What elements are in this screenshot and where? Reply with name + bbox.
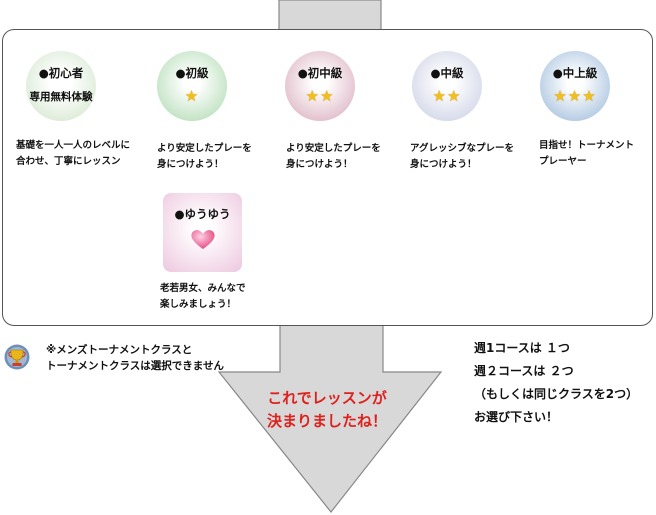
badge-yuyu[interactable]: ●ゆうゆう xyxy=(163,193,242,272)
level-description: アグレッシブなプレーを 身につけよう！ xyxy=(410,143,515,170)
heart-icon xyxy=(190,230,215,249)
star-icon: ★★★ xyxy=(553,87,597,105)
arrow-head xyxy=(217,321,443,513)
level-description: 目指せ！トーナメント プレーヤー xyxy=(539,140,635,167)
weekly-line-4: お選び下さい！ xyxy=(474,410,559,424)
star-icon: ★★ xyxy=(305,87,335,105)
level-description: より安定したプレーを 身につけよう！ xyxy=(157,143,252,170)
badge-title: ●ゆうゆう xyxy=(174,207,231,221)
badge-upper-intermediate[interactable]: ●中上級 ★★★ xyxy=(540,51,610,121)
badge-elementary[interactable]: ●初級 ★ xyxy=(157,51,227,121)
badge-title: ●中上級 xyxy=(552,66,598,80)
weekly-instructions: 週1コースは １つ 週２コースは ２つ （もしくは同じクラスを2つ） お選び下さ… xyxy=(474,337,638,429)
weekly-line-1: 週1コースは １つ xyxy=(474,341,570,355)
weekly-line-2: 週２コースは ２つ xyxy=(474,364,574,378)
badge-subtitle: 専用無料体験 xyxy=(29,91,93,103)
level-description: より安定したプレーを 身につけよう！ xyxy=(286,143,381,170)
arrow-message-line-1: これでレッスンが xyxy=(267,389,387,407)
star-icon: ★ xyxy=(184,87,200,105)
arrow-message: これでレッスンが 決まりましたね！ xyxy=(252,387,402,433)
arrow-message-line-2: 決まりましたね！ xyxy=(266,412,387,430)
badge-title: ●初心者 xyxy=(38,66,84,80)
level-description: 基礎を一人一人のレベルに 合わせ、丁寧にレッスン xyxy=(16,140,131,167)
badge-title: ●初中級 xyxy=(297,66,343,80)
badge-beginner[interactable]: ●初心者 専用無料体験 xyxy=(26,51,96,121)
badge-title: ●初級 xyxy=(175,66,209,80)
badge-title: ●中級 xyxy=(430,66,464,80)
weekly-line-3: （もしくは同じクラスを2つ） xyxy=(474,387,639,401)
badge-intermediate[interactable]: ●中級 ★★ xyxy=(412,51,482,121)
badge-pre-intermediate[interactable]: ●初中級 ★★ xyxy=(285,51,355,121)
level-description: 老若男女、みんなで 楽しみましょう！ xyxy=(160,283,246,310)
note-line-2: トーナメントクラスは選択できません xyxy=(46,360,224,372)
note-line-1: ※メンズトーナメントクラスと xyxy=(46,344,193,356)
star-icon: ★★ xyxy=(432,87,462,105)
trophy-icon xyxy=(4,344,30,370)
